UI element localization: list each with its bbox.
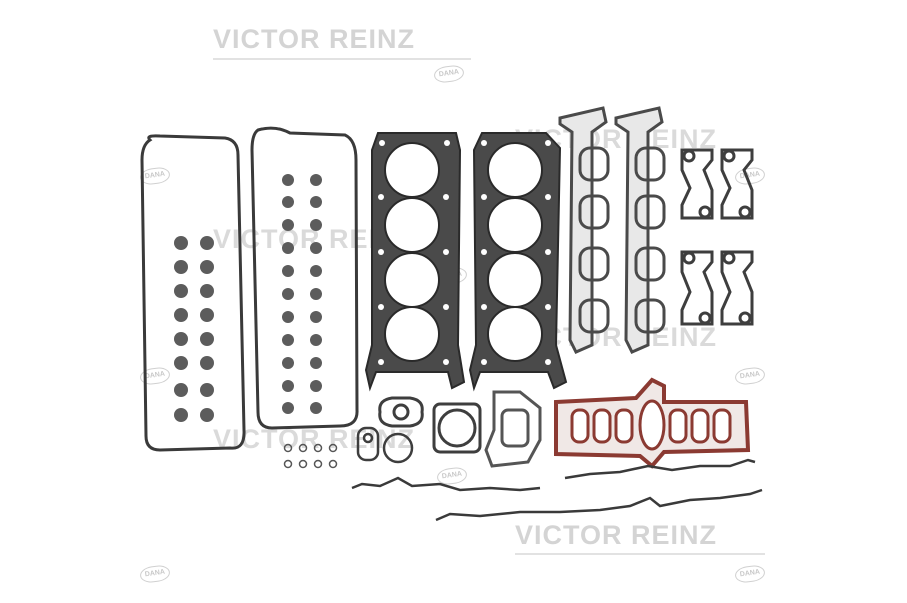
exhaust-manifold-gasket-right [614, 106, 666, 354]
small-o-rings [283, 443, 338, 469]
ring-gaskets [356, 426, 414, 464]
valve-stem-seals-left [174, 236, 214, 422]
watermark-top: VICTOR REINZ [213, 24, 416, 54]
head-gasket-right [468, 132, 568, 392]
valve-cover-gasket-middle [250, 126, 359, 430]
watermark-bottom: VICTOR REINZ [515, 520, 718, 550]
intake-manifold-gasket [554, 377, 751, 469]
watermark-underline-bottom [515, 553, 765, 555]
watermark-underline [213, 58, 471, 60]
valve-cover-gasket-left [140, 134, 246, 452]
exhaust-manifold-gasket-left [558, 106, 610, 354]
seal-strip-1 [351, 476, 541, 492]
egr-gasket [378, 396, 424, 428]
watermark-lower: VICTOR REINZ [213, 424, 416, 454]
head-gasket-left [364, 132, 466, 392]
valve-stem-seals-middle [282, 174, 322, 414]
exhaust-port-gaskets [680, 148, 754, 326]
seal-strip-3 [435, 488, 763, 522]
throttle-body-gasket [432, 402, 482, 454]
seal-strip-2 [564, 458, 756, 480]
thermostat-housing-gasket [484, 390, 542, 468]
